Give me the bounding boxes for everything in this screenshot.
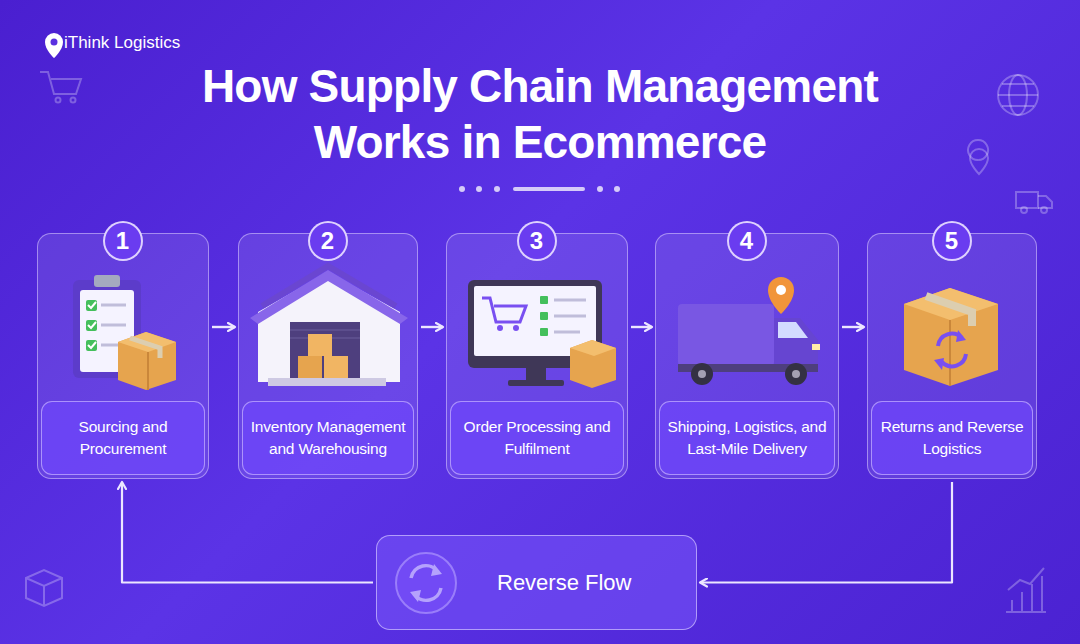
process-card: Order Processing and Fulfilment3 — [446, 233, 628, 479]
process-card: Shipping, Logistics, and Last-Mile Deliv… — [655, 233, 839, 479]
flow-arrow — [212, 326, 235, 328]
loop-box: Reverse Flow — [376, 535, 697, 630]
step-caption: Order Processing and Fulfilment — [450, 401, 624, 475]
step-caption: Inventory Management and Warehousing — [242, 401, 414, 475]
truck-icon — [1016, 192, 1052, 213]
logo-mark — [45, 33, 63, 58]
loop-label: Reverse Flow — [497, 570, 631, 596]
callout-number: 2 — [321, 227, 334, 255]
callout-number: 5 — [945, 227, 958, 255]
step-caption: Sourcing and Procurement — [41, 401, 205, 475]
flow-arrow — [421, 326, 443, 328]
diagram-title: How Supply Chain Management Works in Eco… — [140, 58, 940, 170]
flow-arrow — [631, 326, 652, 328]
return-connector — [122, 482, 373, 583]
process-card: Inventory Management and Warehousing2 — [238, 233, 418, 479]
logo-text: iThink Logistics — [64, 33, 180, 53]
step-number: 4 — [727, 221, 767, 261]
return-connector — [700, 482, 952, 583]
step-number: 2 — [308, 221, 348, 261]
cart-icon — [40, 72, 81, 94]
callout-number: 1 — [116, 227, 129, 255]
step-caption: Returns and Reverse Logistics — [871, 401, 1033, 475]
box-icon — [26, 570, 62, 606]
process-card: Sourcing and Procurement1 — [37, 233, 209, 479]
callout-number: 3 — [530, 227, 543, 255]
step-number: 5 — [932, 221, 972, 261]
process-card: Returns and Reverse Logistics5 — [867, 233, 1037, 479]
globe-icon — [998, 75, 1038, 115]
step-number: 3 — [517, 221, 557, 261]
callout-number: 4 — [740, 227, 753, 255]
step-number: 1 — [103, 221, 143, 261]
title-divider — [459, 186, 620, 192]
flow-arrow — [842, 326, 864, 328]
chart-icon — [1006, 568, 1046, 612]
step-caption: Shipping, Logistics, and Last-Mile Deliv… — [659, 401, 835, 475]
